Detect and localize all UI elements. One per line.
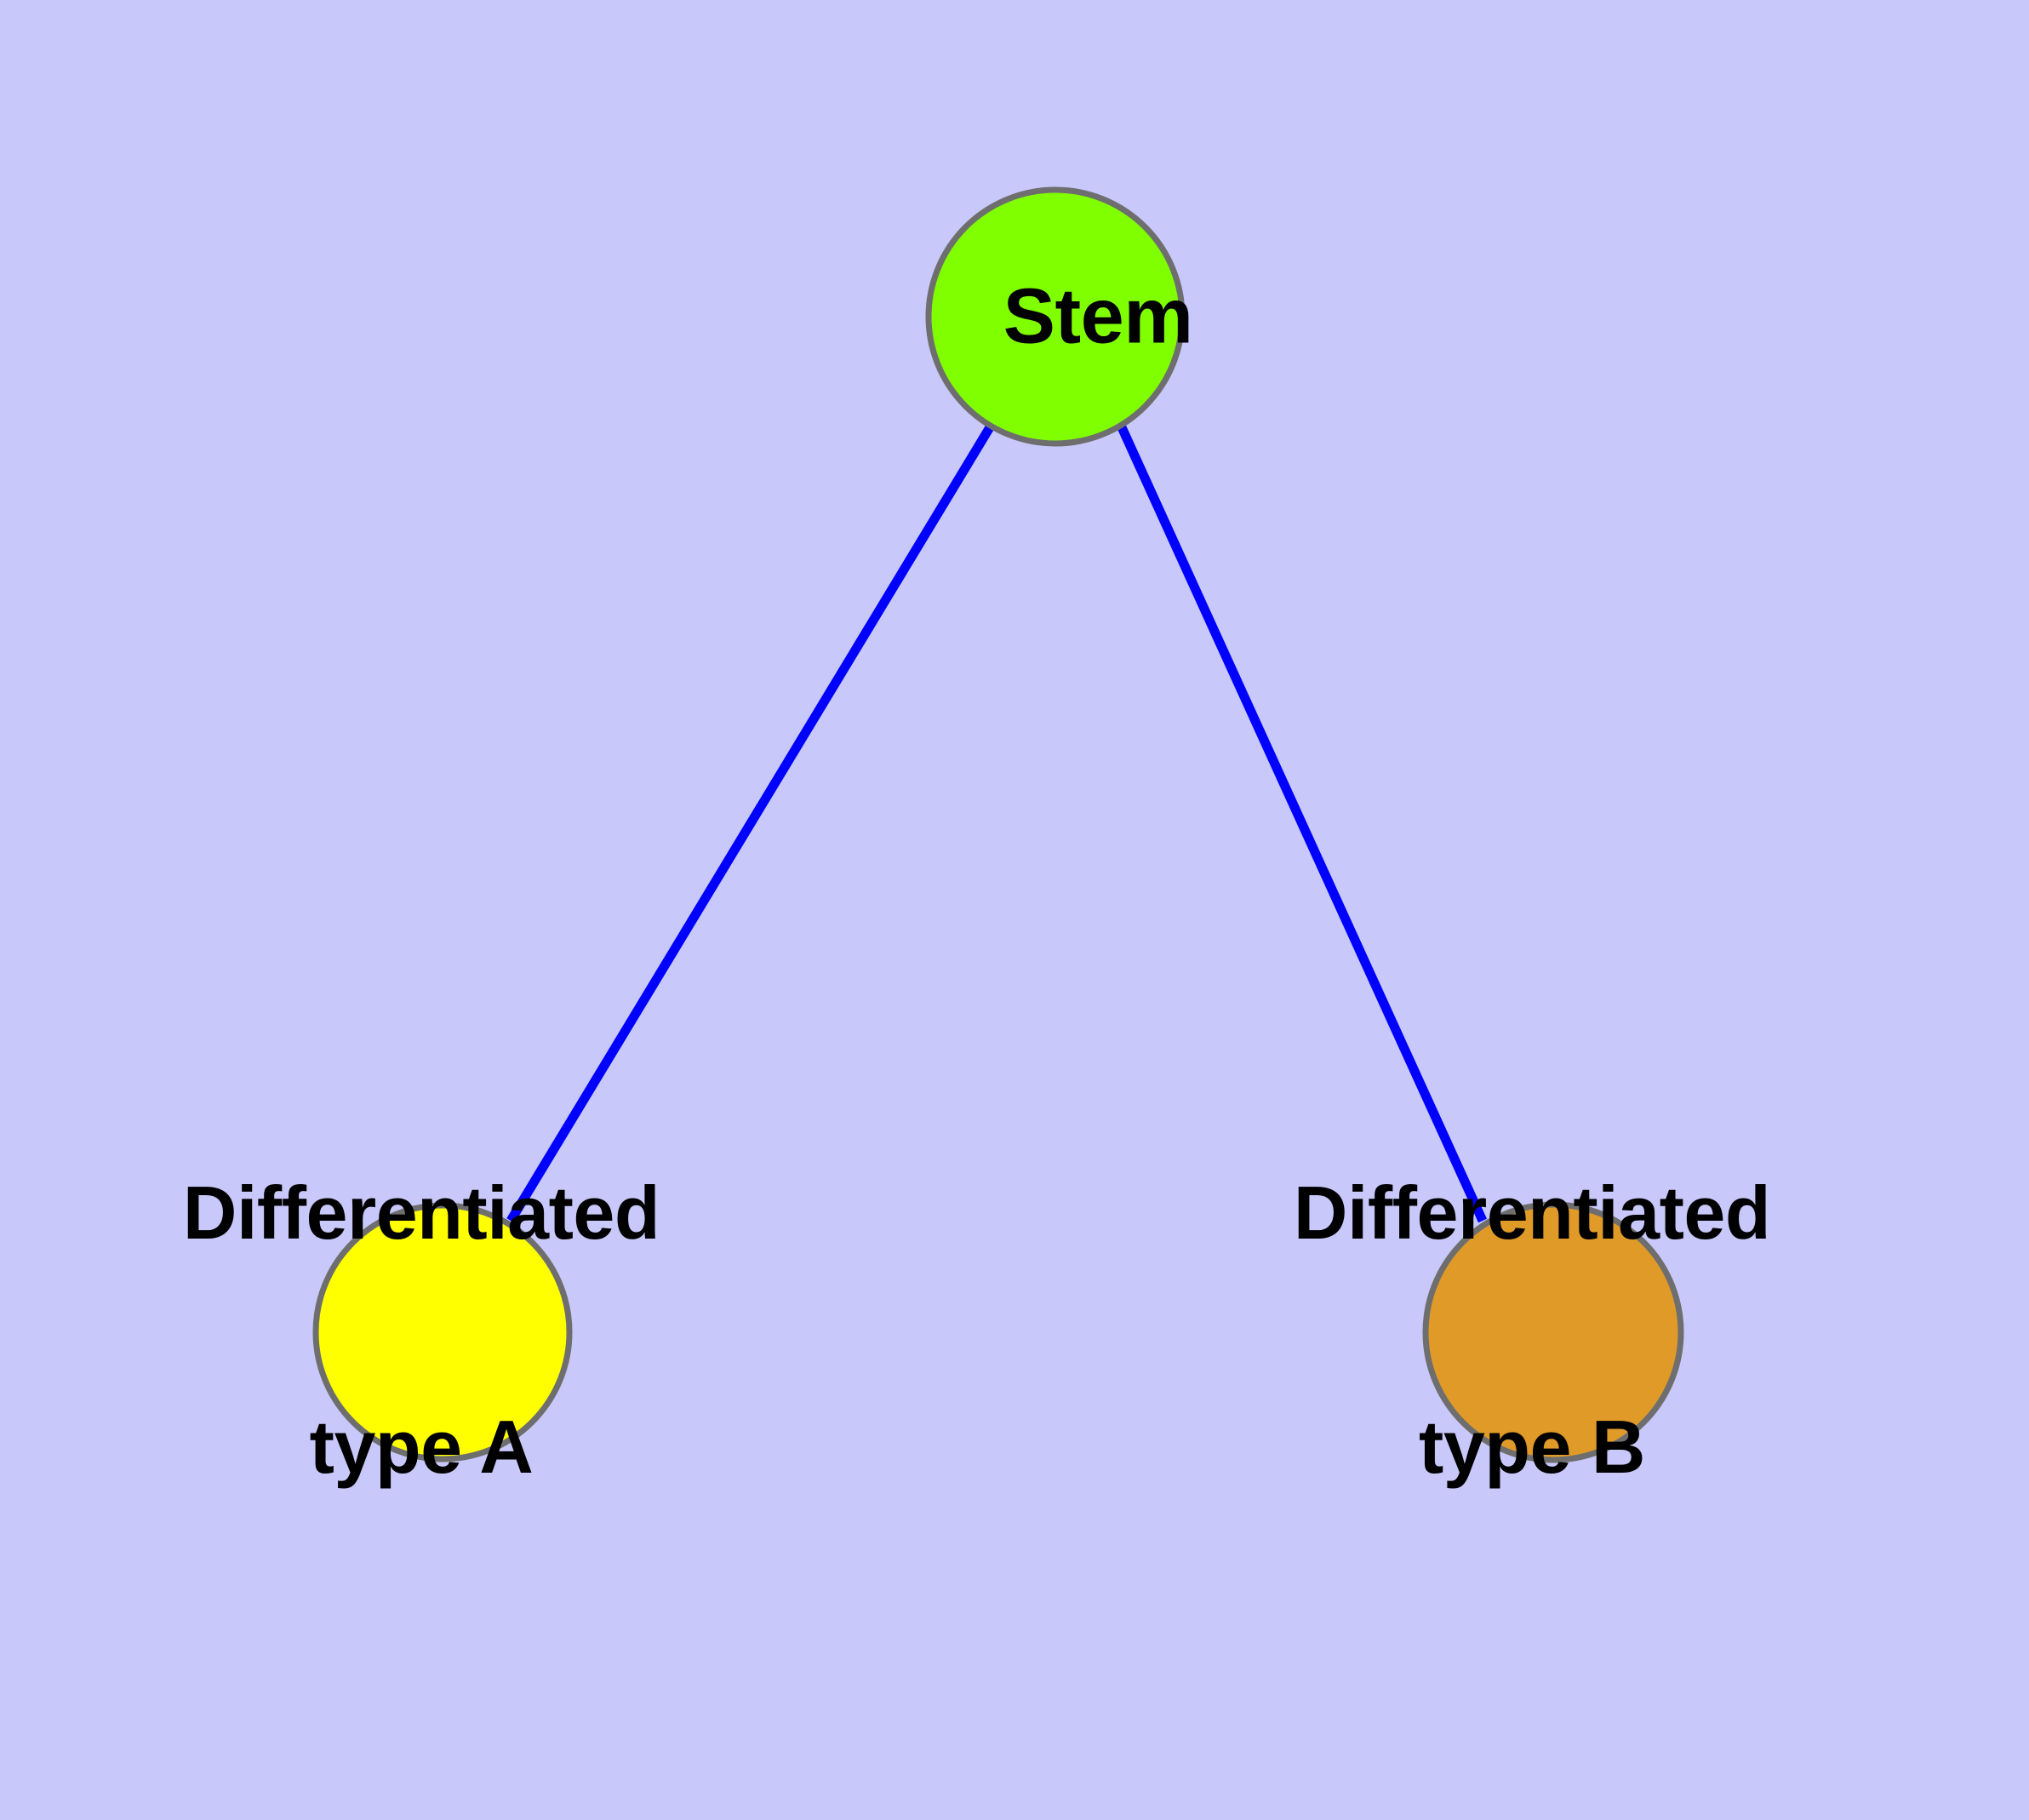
edge-stem-to-differentiated-type-b[interactable] bbox=[1117, 425, 1488, 1223]
edge-layer bbox=[506, 425, 1488, 1223]
node-circle-differentiated-type-a[interactable] bbox=[312, 1202, 573, 1462]
node-layer bbox=[312, 186, 1684, 1463]
node-circle-differentiated-type-b[interactable] bbox=[1422, 1201, 1684, 1463]
node-circle-stem[interactable] bbox=[925, 186, 1186, 447]
edge-stem-to-differentiated-type-a[interactable] bbox=[506, 425, 994, 1223]
